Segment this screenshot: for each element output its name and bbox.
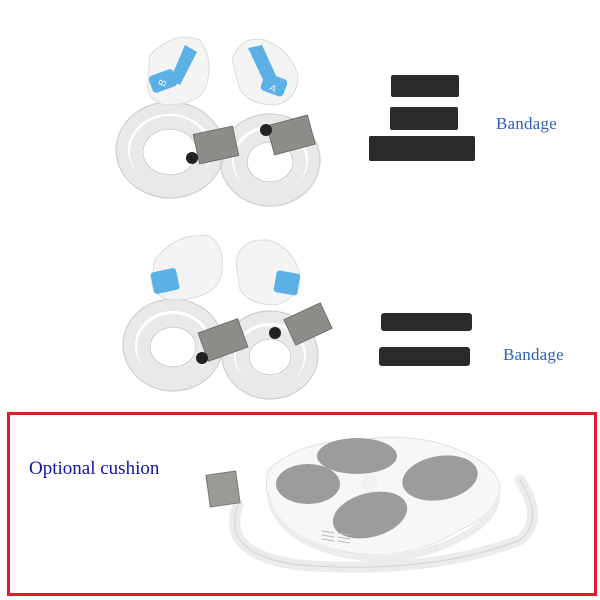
strap-5 (379, 347, 470, 366)
handle-label-a: A (267, 83, 279, 96)
strap-4 (381, 313, 472, 331)
strap-3 (369, 136, 475, 161)
strap-1 (391, 75, 459, 97)
handle-label-b: B (157, 78, 170, 88)
strap-2 (390, 107, 458, 130)
optional-cushion-frame (7, 412, 597, 596)
bandage-label-2: Bandage (503, 345, 564, 364)
bandage-label-1: Bandage (496, 114, 557, 133)
optional-cushion-label: Optional cushion (29, 458, 160, 479)
